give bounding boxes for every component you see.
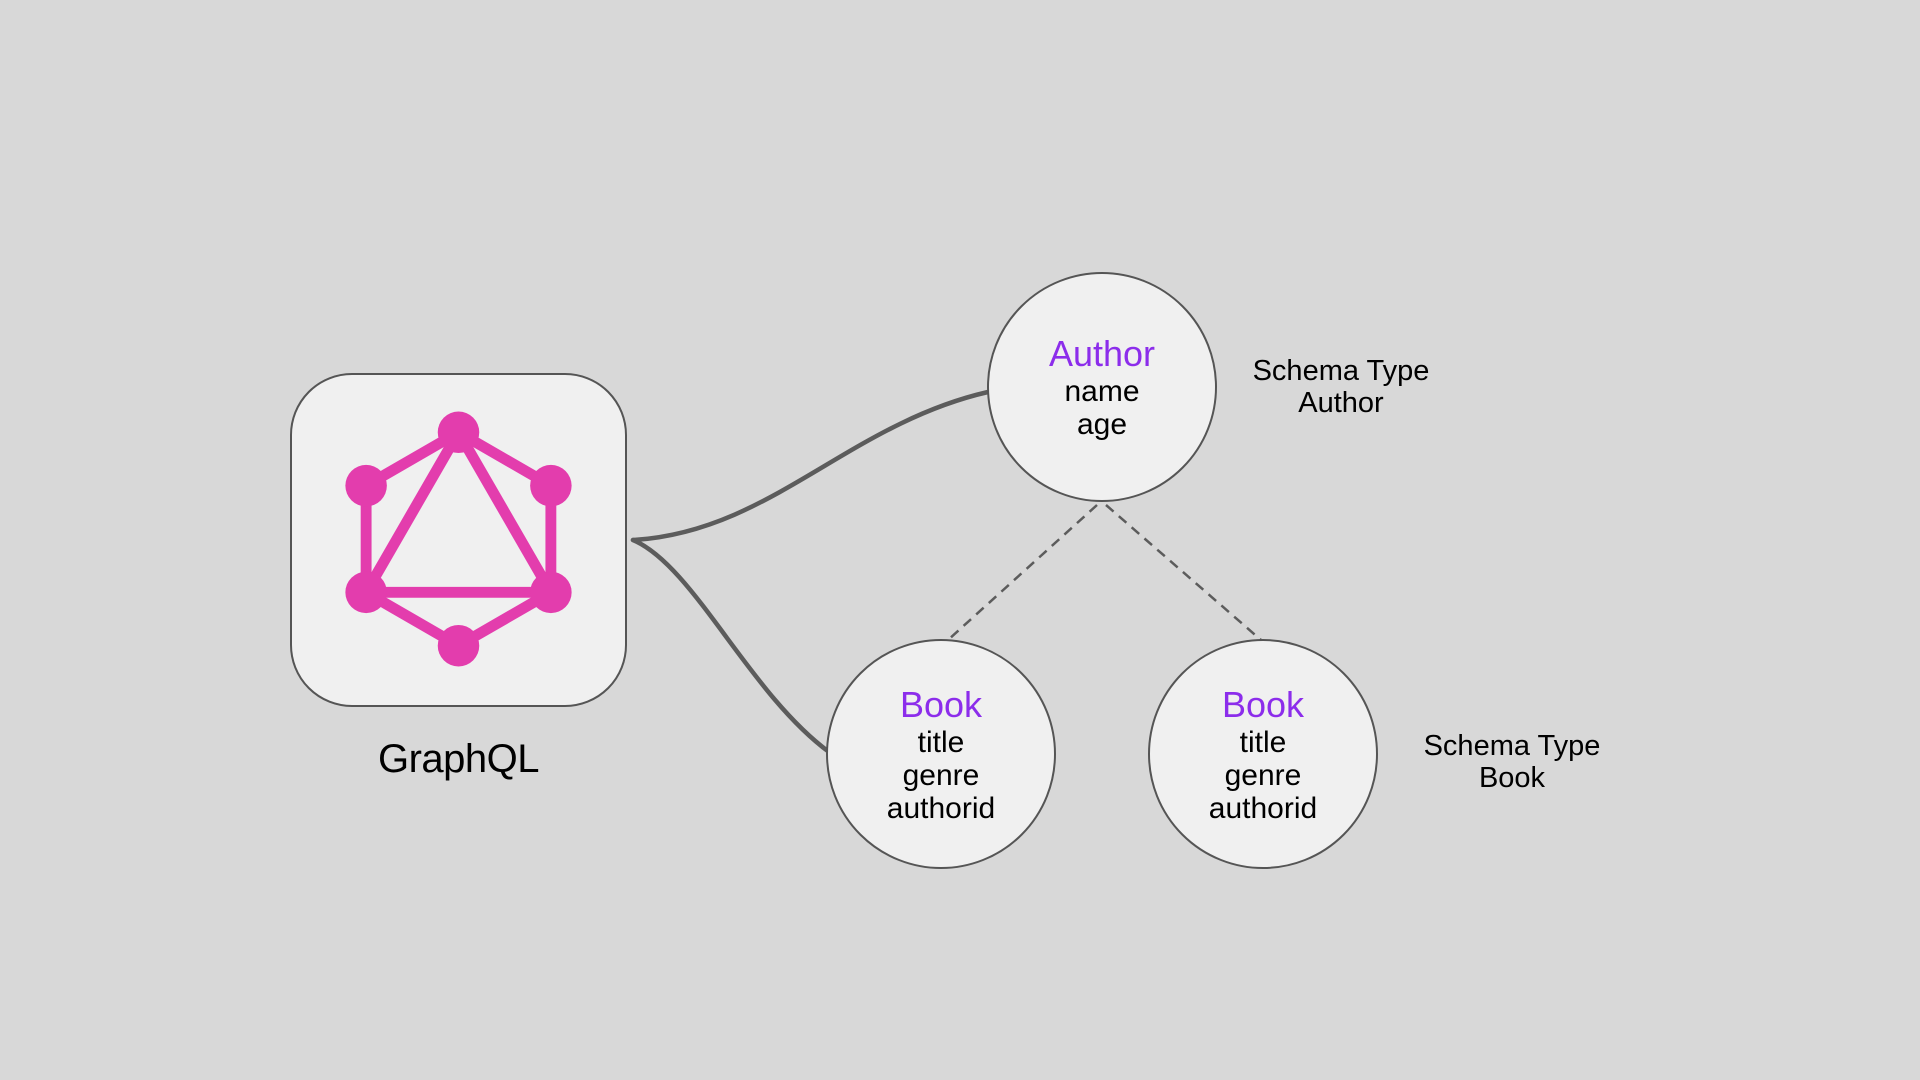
- schema-node-book-1: Book title genre authorid: [826, 639, 1056, 869]
- node-field: title: [917, 725, 965, 759]
- node-field: name: [1064, 375, 1140, 408]
- wire-graphql-to-author: [630, 389, 991, 543]
- node-field: title: [1239, 725, 1287, 759]
- annotation-schema-type-book: Schema Type Book: [1382, 730, 1642, 794]
- node-title: Book: [1221, 683, 1305, 725]
- node-field: genre: [1224, 758, 1302, 792]
- node-field: authorid: [1208, 791, 1318, 825]
- wire-graphql-to-book1: [630, 537, 832, 755]
- annotation-schema-type-author: Schema Type Author: [1211, 355, 1471, 419]
- node-field: age: [1076, 408, 1128, 441]
- graphql-label: GraphQL: [377, 737, 540, 781]
- dashed-wire-author-to-book2: [1105, 504, 1262, 641]
- annotation-line: Book: [1478, 761, 1546, 794]
- annotation-line: Schema Type: [1423, 730, 1601, 762]
- node-field: authorid: [886, 791, 996, 825]
- node-title: Book: [899, 683, 983, 725]
- graphql-node: [290, 373, 627, 707]
- node-field: genre: [902, 758, 980, 792]
- node-title: Author: [1048, 333, 1156, 374]
- schema-node-book-2: Book title genre authorid: [1148, 639, 1378, 869]
- annotation-line: Schema Type: [1252, 355, 1430, 387]
- annotation-line: Author: [1298, 386, 1384, 419]
- dashed-wire-author-to-book1: [947, 504, 1098, 641]
- graphql-logo-icon: [345, 411, 572, 667]
- schema-node-author: Author name age: [987, 272, 1217, 502]
